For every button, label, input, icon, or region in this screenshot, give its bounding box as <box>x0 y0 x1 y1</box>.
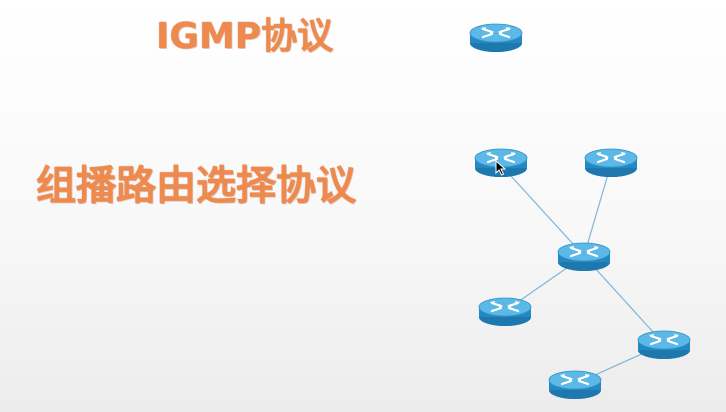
router-icon[interactable] <box>547 369 603 401</box>
multicast-routing-protocol-title: 组播路由选择协议 <box>36 163 356 209</box>
router-icon[interactable] <box>556 241 612 273</box>
igmp-protocol-title: IGMP协议 <box>156 16 334 57</box>
mouse-pointer-icon <box>495 160 507 176</box>
link-r3-r4 <box>583 163 612 257</box>
router-icon[interactable] <box>636 329 692 361</box>
link-r4-r6 <box>583 255 665 345</box>
router-icon[interactable] <box>477 296 533 328</box>
router-icon[interactable] <box>468 22 524 54</box>
link-r2-r4 <box>499 163 585 257</box>
routers <box>468 22 692 401</box>
router-icon[interactable] <box>583 147 639 179</box>
